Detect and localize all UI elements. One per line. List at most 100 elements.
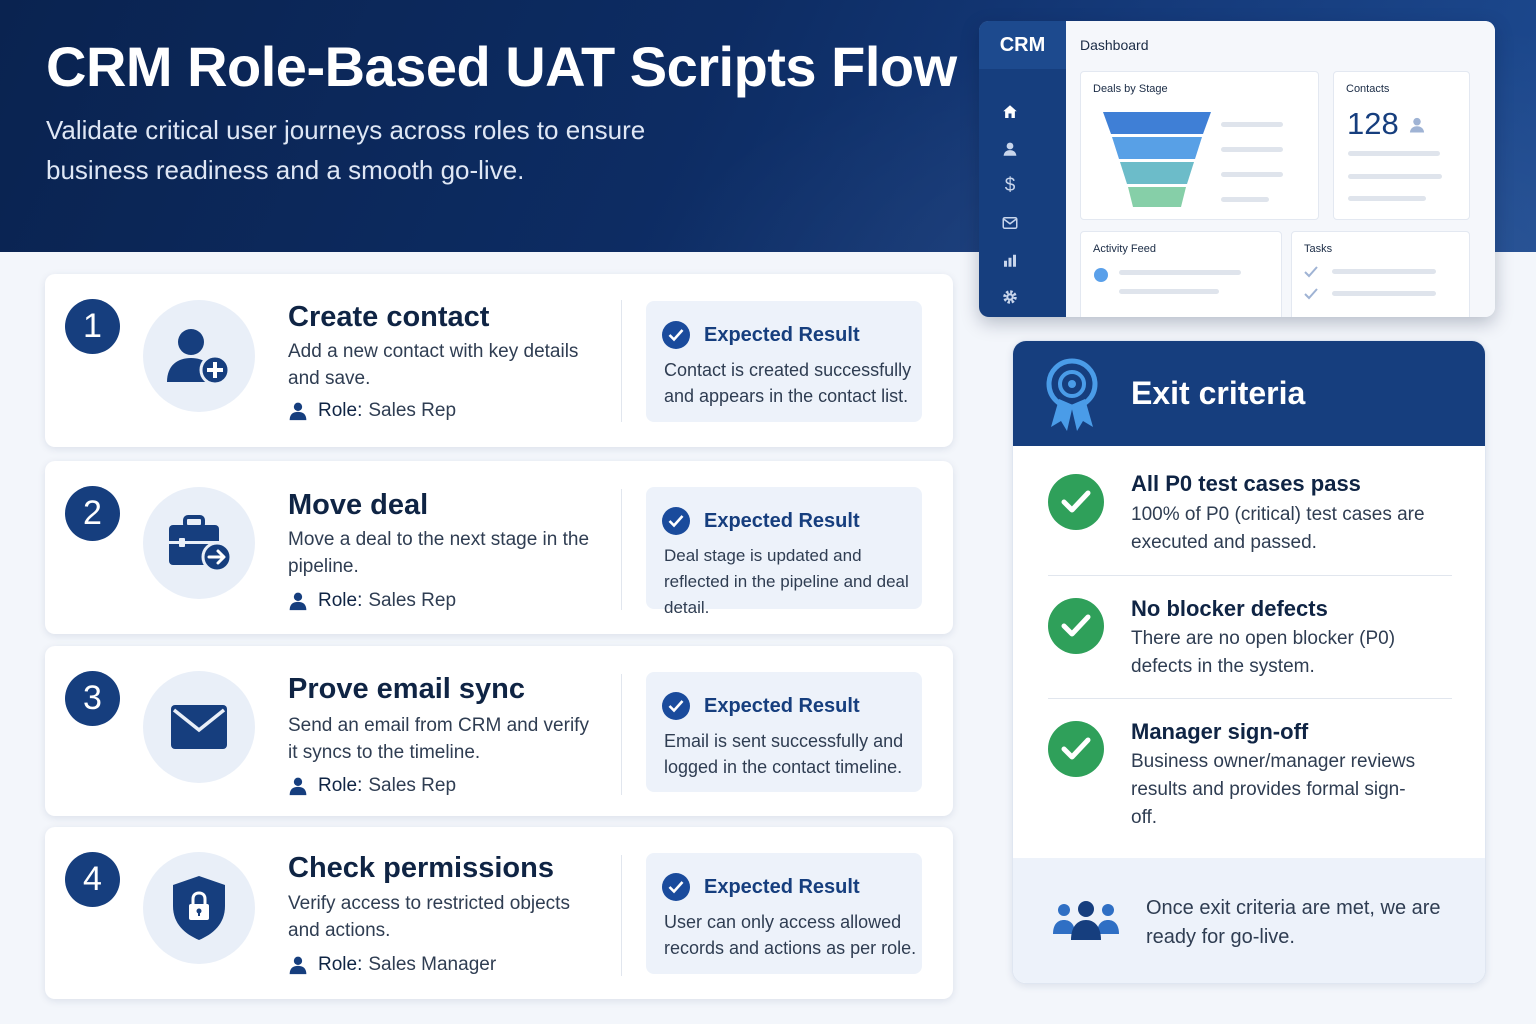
role-label: Role: <box>318 954 363 975</box>
exit-criteria-header: Exit criteria <box>1013 341 1485 446</box>
page-title: CRM Role-Based UAT Scripts Flow <box>46 35 957 98</box>
person-icon <box>289 592 307 611</box>
page-subtitle: Validate critical user journeys across r… <box>46 115 646 185</box>
step-description: Send an email from CRM and verify it syn… <box>288 715 589 763</box>
step-number-badge: 1 <box>65 299 120 354</box>
expected-result-label: Expected Result <box>704 509 860 532</box>
divider <box>621 674 622 795</box>
step-description: Add a new contact with key details and s… <box>288 341 579 389</box>
person-icon <box>289 777 307 796</box>
funnel-stage <box>1112 137 1202 159</box>
crm-dashboard-preview: CRM $ Dashboard Deals by Stage <box>979 21 1495 317</box>
home-icon[interactable] <box>1000 102 1020 122</box>
criterion-title: All P0 test cases pass <box>1131 471 1361 496</box>
contacts-panel: Contacts 128 <box>1333 71 1470 220</box>
step-card-email-sync: 3 Prove email sync Send an email from CR… <box>45 646 953 816</box>
award-ribbon-icon <box>1046 358 1098 431</box>
step-icon-circle <box>143 300 255 412</box>
expected-result-label: Expected Result <box>704 323 860 346</box>
role-label: Role: <box>318 775 363 796</box>
expected-result-heading: Expected Result <box>662 873 860 901</box>
expected-result-box: Expected Result Deal stage is updated an… <box>646 487 922 617</box>
funnel-stage <box>1120 162 1194 184</box>
activity-dot <box>1094 268 1108 282</box>
panel-title: Tasks <box>1304 243 1333 255</box>
check-circle-icon <box>1048 721 1104 777</box>
step-role: Role: Sales Manager <box>288 954 496 976</box>
step-card-move-deal: 2 Move deal Move a deal to the next stag… <box>45 461 953 634</box>
exit-criteria-panel: Exit criteria All P0 test cases pass 100… <box>1012 340 1486 984</box>
expected-result-text: User can only access allowed records and… <box>664 912 917 958</box>
shield-lock-icon <box>173 876 225 940</box>
role-label: Role: <box>318 590 363 611</box>
step-icon-circle <box>143 671 255 783</box>
divider <box>1048 575 1452 576</box>
user-icon <box>1409 117 1425 133</box>
step-icon-circle <box>143 852 255 964</box>
check-icon <box>1304 288 1318 300</box>
check-circle-icon <box>662 507 690 535</box>
bar-chart-icon[interactable] <box>1000 250 1020 270</box>
role-value: Sales Rep <box>368 400 457 421</box>
divider <box>1048 698 1452 699</box>
funnel-stage <box>1103 112 1211 134</box>
envelope-icon <box>171 705 227 749</box>
check-circle-icon <box>662 692 690 720</box>
step-description: Verify access to restricted objects and … <box>288 893 570 941</box>
panel-title: Activity Feed <box>1093 243 1156 255</box>
criterion-text: 100% of P0 (critical) test cases are exe… <box>1131 504 1425 553</box>
divider <box>621 300 622 422</box>
role-label: Role: <box>318 400 363 421</box>
expected-result-box: Expected Result Contact is created succe… <box>646 301 922 422</box>
step-title: Prove email sync <box>288 673 525 705</box>
expected-result-label: Expected Result <box>704 875 860 898</box>
user-icon[interactable] <box>1000 139 1020 159</box>
step-role: Role: Sales Rep <box>288 400 456 422</box>
contacts-count: 128 <box>1347 106 1399 141</box>
check-icon <box>1304 266 1318 278</box>
add-user-icon <box>167 329 231 386</box>
check-circle-icon <box>1048 474 1104 530</box>
step-number-badge: 4 <box>65 852 120 907</box>
expected-result-text: Email is sent successfully and logged in… <box>664 731 904 777</box>
role-value: Sales Rep <box>368 775 457 796</box>
deals-by-stage-panel: Deals by Stage <box>1080 71 1319 220</box>
expected-result-box: Expected Result User can only access all… <box>646 853 922 974</box>
criterion-title: Manager sign-off <box>1131 719 1309 744</box>
activity-feed-panel: Activity Feed <box>1080 231 1282 317</box>
expected-result-text: Contact is created successfully and appe… <box>664 360 912 406</box>
expected-result-text: Deal stage is updated and reflected in t… <box>664 546 909 617</box>
crm-logo: CRM <box>979 21 1066 69</box>
role-value: Sales Manager <box>368 954 497 975</box>
exit-criteria-title: Exit criteria <box>1131 375 1306 411</box>
step-role: Role: Sales Rep <box>288 775 456 797</box>
dashboard-header: Dashboard <box>1080 37 1149 53</box>
mail-icon[interactable] <box>1000 213 1020 233</box>
exit-criteria-footer: Once exit criteria are met, we are ready… <box>1013 858 1485 983</box>
check-circle-icon <box>1048 598 1104 654</box>
funnel-stage <box>1128 187 1186 207</box>
funnel-graphic <box>1103 112 1211 207</box>
person-icon <box>289 956 307 975</box>
team-icon <box>1053 901 1119 940</box>
step-title: Check permissions <box>288 852 554 884</box>
expected-result-heading: Expected Result <box>662 321 860 349</box>
dashboard-sidebar: CRM $ <box>979 21 1066 317</box>
check-circle-icon <box>662 873 690 901</box>
gear-icon[interactable] <box>1000 287 1020 307</box>
expected-result-label: Expected Result <box>704 694 860 717</box>
divider <box>621 489 622 610</box>
tasks-panel: Tasks <box>1291 231 1470 317</box>
go-live-note: Once exit criteria are met, we are ready… <box>1146 897 1441 948</box>
dollar-icon[interactable]: $ <box>1004 175 1016 196</box>
expected-result-heading: Expected Result <box>662 692 860 720</box>
check-circle-icon <box>662 321 690 349</box>
divider <box>621 855 622 976</box>
dashboard-main: Dashboard Deals by Stage Contacts 128 Ac… <box>1066 21 1495 317</box>
step-number-badge: 2 <box>65 486 120 541</box>
briefcase-arrow-icon <box>169 515 233 573</box>
step-title: Move deal <box>288 489 429 521</box>
step-icon-circle <box>143 487 255 599</box>
step-description: Move a deal to the next stage in the pip… <box>288 529 590 577</box>
step-role: Role: Sales Rep <box>288 590 456 612</box>
